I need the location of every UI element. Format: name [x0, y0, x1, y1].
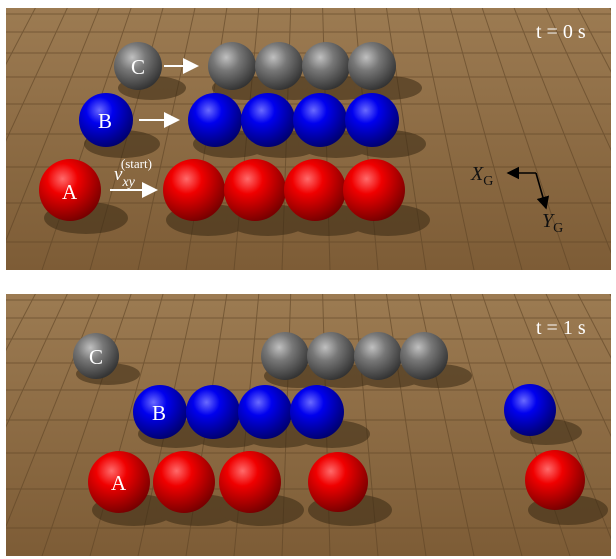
gray-ball — [255, 42, 303, 90]
label-c: C — [89, 345, 103, 369]
red-ball — [308, 452, 368, 512]
blue-ball — [504, 384, 556, 436]
label-c: C — [131, 55, 145, 79]
gray-ball — [400, 332, 448, 380]
red-ball — [219, 451, 281, 513]
red-ball — [163, 159, 225, 221]
time-label: t = 1 s — [536, 317, 586, 339]
y-axis-arrow — [535, 172, 550, 210]
red-ball — [343, 159, 405, 221]
blue-ball — [241, 93, 295, 147]
ball-b — [133, 385, 187, 439]
velocity-label: vxy(start) — [114, 156, 152, 190]
red-ball — [153, 451, 215, 513]
red-ball — [284, 159, 346, 221]
label-b: B — [152, 401, 166, 425]
ball-c — [114, 42, 162, 90]
blue-ball — [188, 93, 242, 147]
blue-ball — [345, 93, 399, 147]
red-ball — [525, 450, 585, 510]
scene-t1: C B A t = 1 s — [6, 294, 611, 556]
simulation-frame-t0: C B A vxy(start) t = 0 s XG YG — [6, 8, 611, 270]
blue-ball — [293, 93, 347, 147]
scene-t0: C B A vxy(start) t = 0 s XG YG — [6, 8, 611, 270]
x-axis-label: XG — [470, 163, 493, 189]
blue-ball — [238, 385, 292, 439]
gray-ball — [307, 332, 355, 380]
gray-ball — [208, 42, 256, 90]
gray-ball — [302, 42, 350, 90]
label-a: A — [62, 180, 78, 204]
blue-ball — [186, 385, 240, 439]
gray-ball — [348, 42, 396, 90]
gray-ball — [261, 332, 309, 380]
red-ball — [224, 159, 286, 221]
ball-b — [79, 93, 133, 147]
blue-ball — [290, 385, 344, 439]
y-axis-label: YG — [542, 210, 563, 236]
gray-ball — [354, 332, 402, 380]
ball-a — [88, 451, 150, 513]
time-label: t = 0 s — [536, 21, 586, 43]
label-b: B — [98, 109, 112, 133]
ball-c — [73, 333, 119, 379]
label-a: A — [111, 471, 127, 495]
simulation-frame-t1: C B A t = 1 s — [6, 294, 611, 556]
ball-a — [39, 159, 101, 221]
